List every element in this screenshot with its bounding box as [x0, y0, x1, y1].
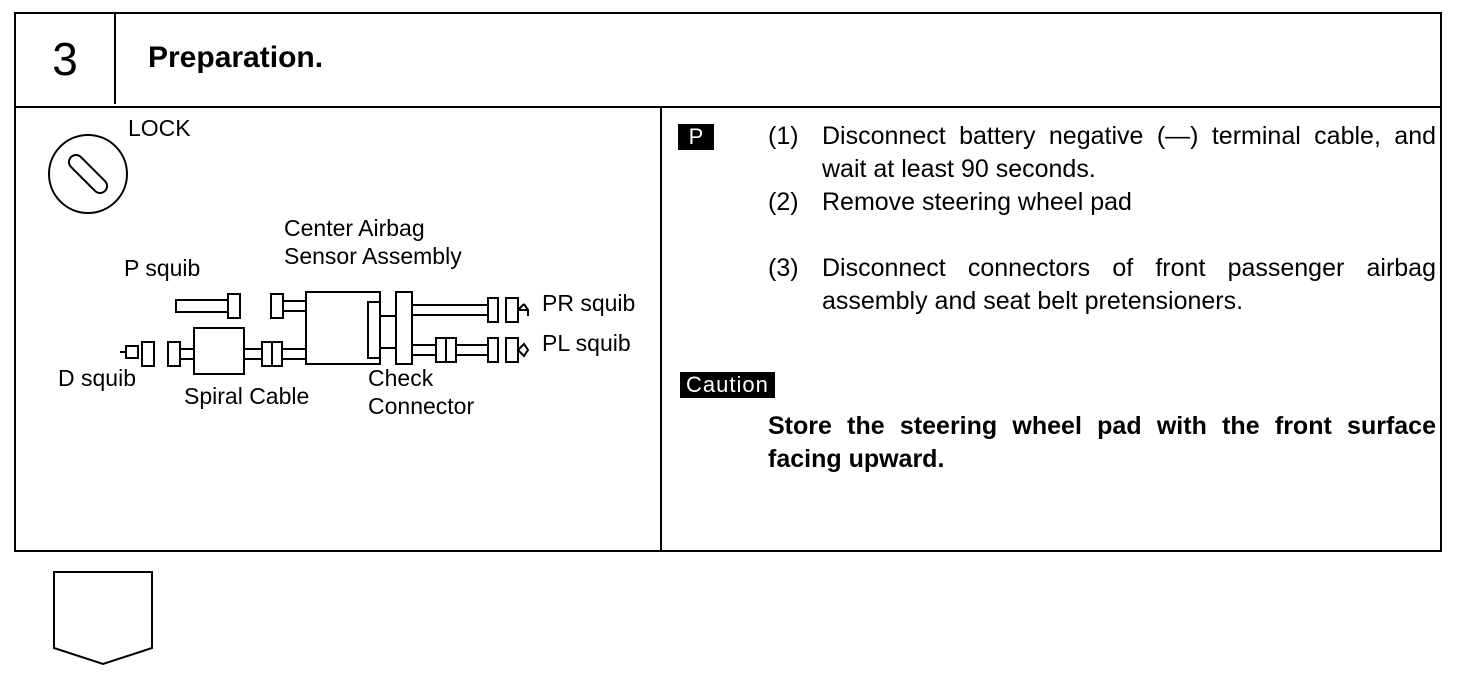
step-1-number: (1)	[768, 122, 799, 150]
pr-squib-label: PR squib	[542, 290, 635, 316]
center-airbag-label-line1: Center Airbag	[284, 215, 425, 241]
procedure-step-2: (2) Remove steering wheel pad	[768, 186, 1436, 219]
diagram-pane: LOCK Center Airbag Sensor Assembly P squ…	[16, 106, 662, 550]
step-number: 3	[16, 14, 116, 104]
check-connector-label-line1: Check	[368, 365, 434, 391]
check-connector-label-line2: Connector	[368, 393, 474, 419]
step-header: 3 Preparation.	[16, 14, 1440, 108]
procedure-badge: P	[678, 124, 714, 150]
tab-marker-icon	[53, 571, 153, 666]
step-2-number: (2)	[768, 188, 799, 216]
spiral-cable-box	[193, 327, 245, 375]
instruction-panel: 3 Preparation. LOCK Center Airbag Sensor…	[14, 12, 1442, 552]
procedure-step-1: (1) Disconnect battery negative (—) term…	[768, 120, 1436, 186]
d-squib-label: D squib	[58, 365, 136, 391]
caution-badge: Caution	[680, 372, 775, 398]
pl-squib-label: PL squib	[542, 330, 631, 356]
step-title: Preparation.	[148, 41, 324, 74]
check-connector-box	[395, 291, 413, 365]
step-3-text: Disconnect connectors of front passenger…	[822, 254, 1436, 315]
step-2-text: Remove steering wheel pad	[822, 188, 1132, 216]
lock-label: LOCK	[128, 115, 191, 141]
lock-key-icon	[48, 134, 128, 214]
caution-text: Store the steering wheel pad with the fr…	[768, 412, 1436, 473]
step-3-number: (3)	[768, 254, 799, 282]
procedure-pane: P (1) Disconnect battery negative (—) te…	[662, 106, 1440, 550]
procedure-step-3: (3) Disconnect connectors of front passe…	[768, 252, 1436, 318]
step-1-text: Disconnect battery negative (—) terminal…	[822, 122, 1436, 183]
wiring-lines	[120, 291, 530, 375]
airbag-wiring-diagram: LOCK Center Airbag Sensor Assembly P squ…	[48, 115, 635, 419]
spiral-cable-label: Spiral Cable	[184, 383, 309, 409]
p-squib-label: P squib	[124, 255, 200, 281]
center-airbag-label-line2: Sensor Assembly	[284, 243, 462, 269]
